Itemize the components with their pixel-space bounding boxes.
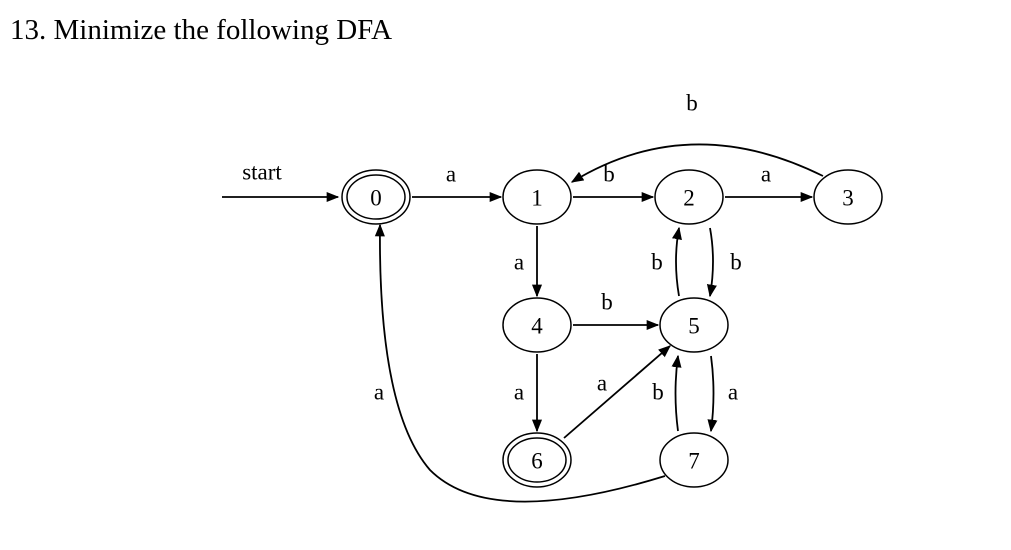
transition-7-0-arrow — [374, 223, 666, 503]
state-2-label: 2 — [683, 186, 695, 211]
transition-7-5-label: b — [652, 380, 664, 405]
state-3-circle — [813, 169, 883, 225]
transition-5-2-label: b — [651, 250, 663, 275]
state-6-accept-ring — [507, 437, 567, 483]
transition-6-5-label: a — [597, 371, 607, 396]
transition-0-1-label: a — [446, 162, 456, 187]
state-5-circle — [659, 297, 729, 353]
state-7-circle — [659, 432, 729, 488]
transition-2-5-arrow — [706, 227, 717, 298]
transition-3-1-label: b — [686, 91, 698, 116]
state-1-label: 1 — [531, 186, 543, 211]
transition-7-5-arrow — [671, 354, 682, 432]
question-title: 13. Minimize the following DFA — [10, 14, 393, 46]
transition-2-5-label: b — [730, 250, 742, 275]
transition-5-2-arrow — [672, 226, 682, 297]
states-layer: 0 1 2 3 4 5 6 7 — [341, 169, 883, 488]
transition-3-1-arrow — [570, 143, 824, 183]
transition-5-7-label: a — [728, 380, 738, 405]
state-0-accept-ring — [346, 174, 406, 220]
labels-layer: start a b a a b b b b a a a b a — [242, 91, 771, 405]
state-6-label: 6 — [531, 449, 543, 474]
transition-4-5-label: b — [601, 290, 613, 315]
state-0-label: 0 — [370, 186, 382, 211]
transition-7-0-label: a — [374, 380, 384, 405]
state-4-label: 4 — [531, 314, 543, 339]
transitions-layer — [222, 143, 824, 503]
transition-1-2-label: b — [603, 162, 615, 187]
transition-6-5-arrow — [563, 345, 671, 439]
transition-5-7-arrow — [707, 355, 718, 433]
state-1-circle — [502, 169, 572, 225]
transition-1-4-label: a — [514, 250, 524, 275]
state-4-circle — [502, 297, 572, 353]
state-5-label: 5 — [688, 314, 700, 339]
state-0-circle — [341, 169, 411, 225]
state-2-circle — [654, 169, 724, 225]
start-label: start — [242, 160, 282, 185]
state-6-circle — [502, 432, 572, 488]
transition-2-3-label: a — [761, 162, 771, 187]
transition-4-6-label: a — [514, 380, 524, 405]
state-3-label: 3 — [842, 186, 854, 211]
state-7-label: 7 — [688, 449, 700, 474]
